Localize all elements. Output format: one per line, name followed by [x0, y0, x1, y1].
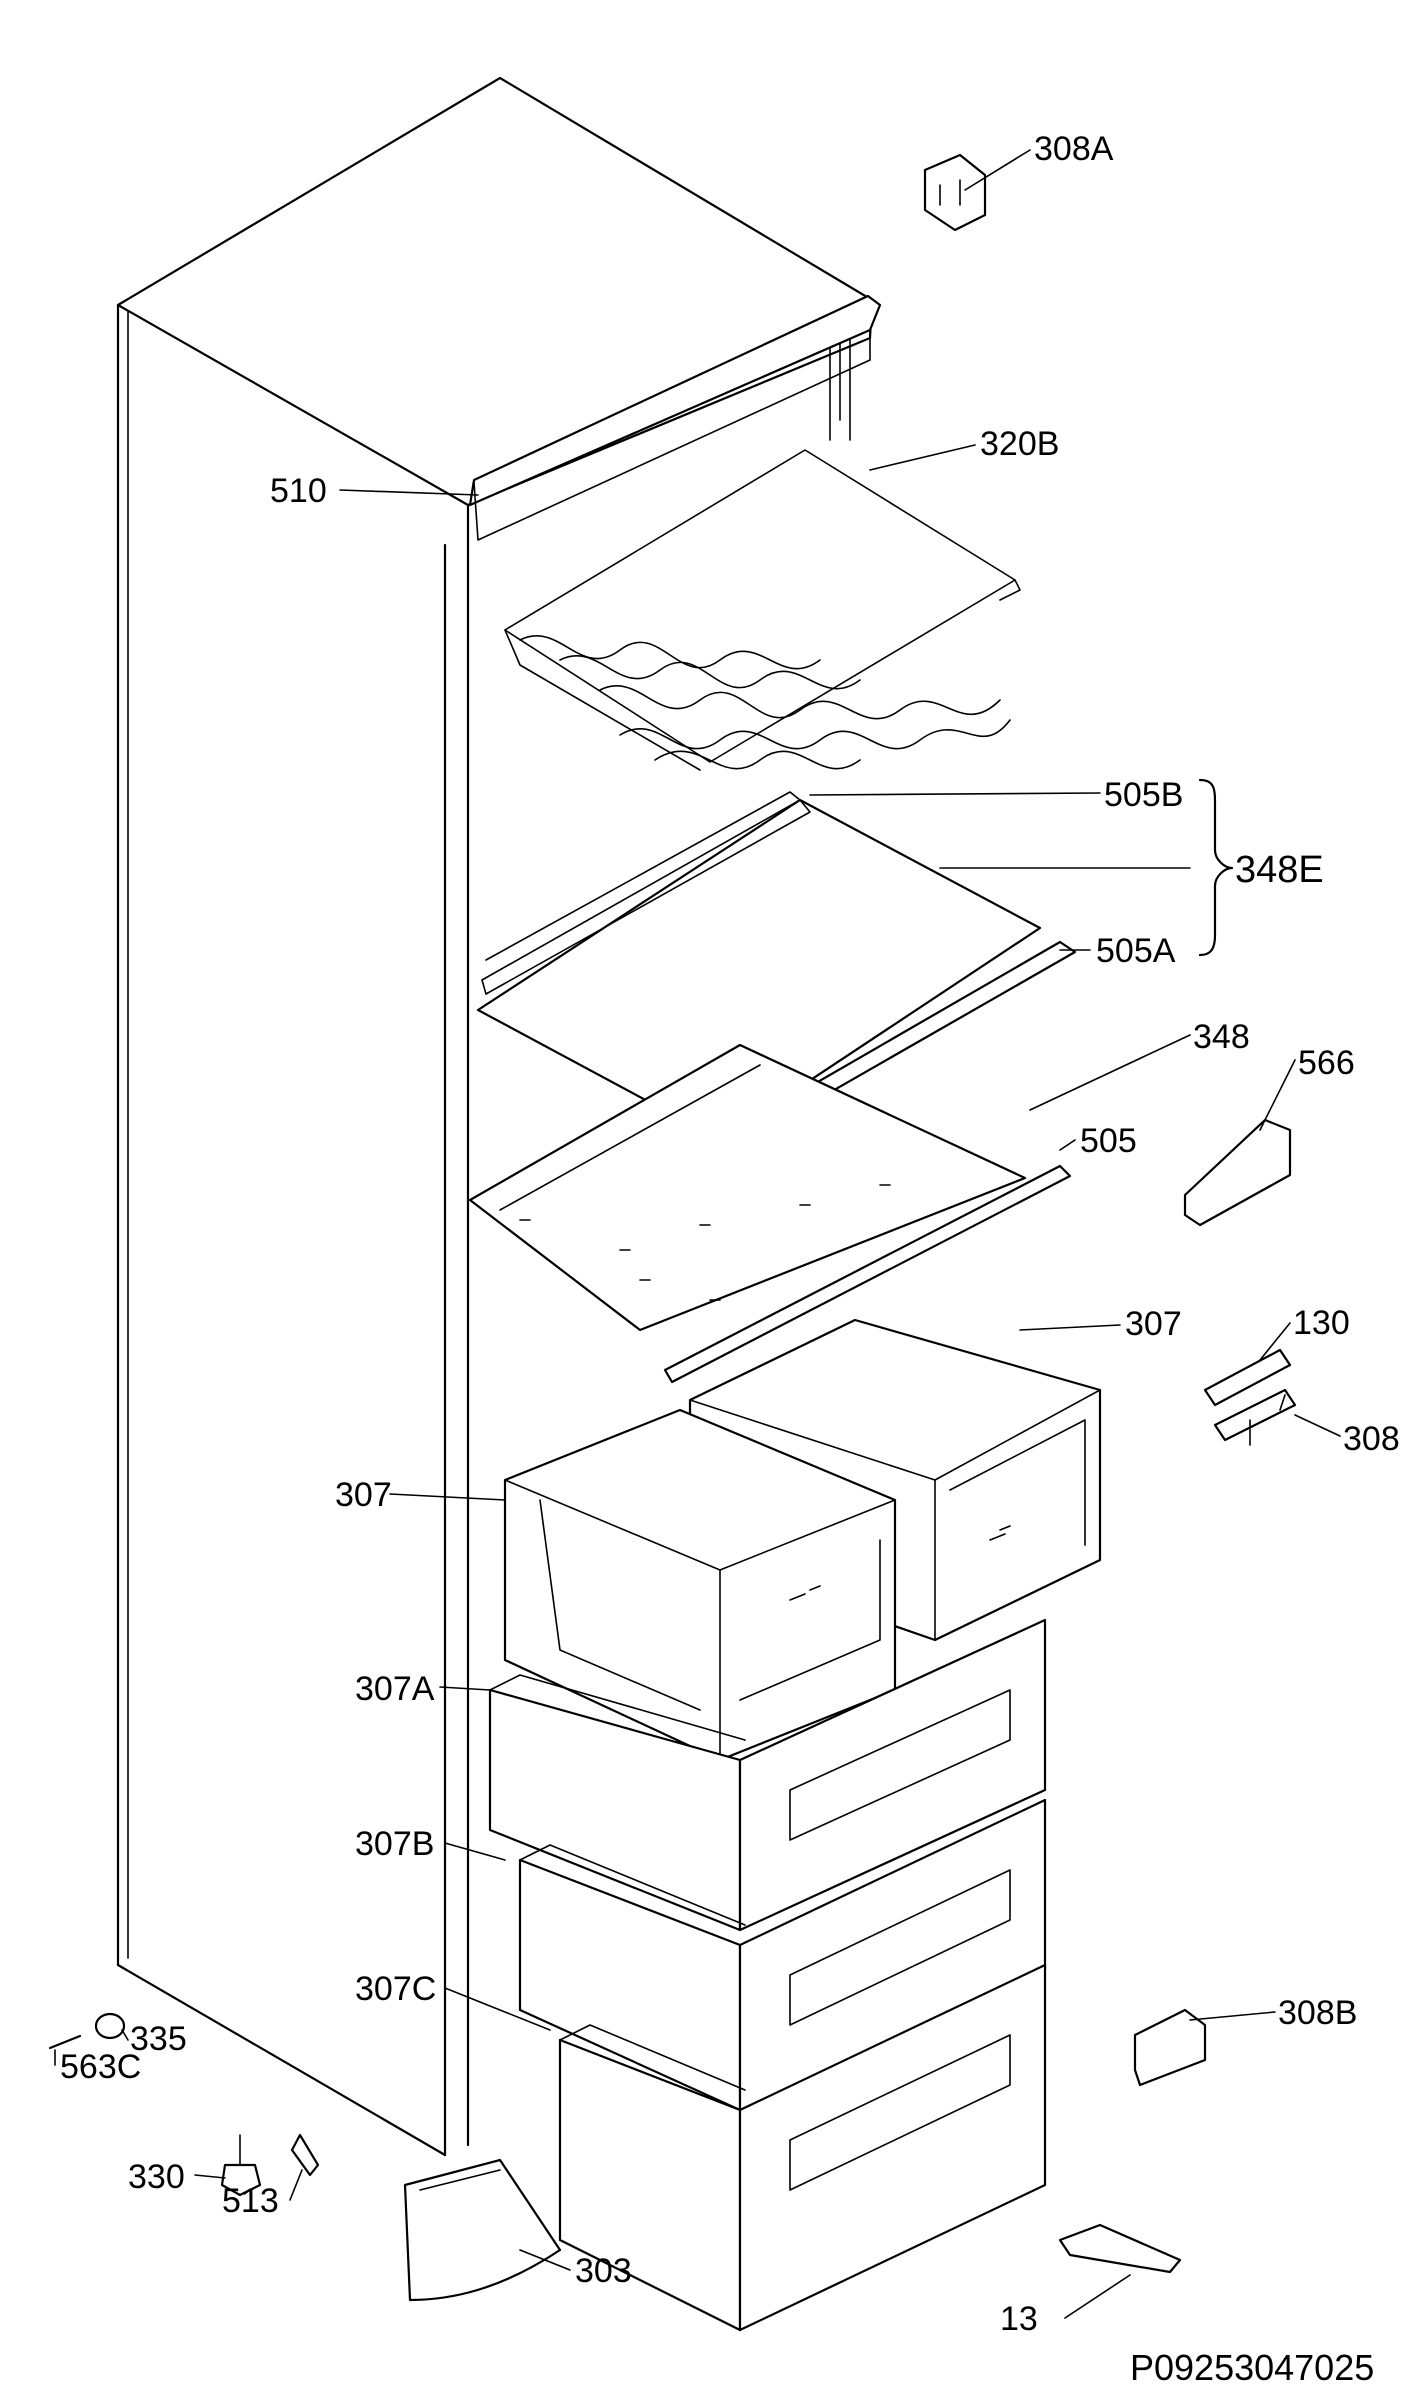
label-335: 335	[130, 2020, 187, 2058]
leader-lines	[54, 149, 1341, 2319]
label-307b: 307B	[355, 1825, 434, 1863]
label-308b: 308B	[1278, 1994, 1357, 2032]
label-330: 330	[128, 2158, 185, 2196]
bracket-566	[1183, 1118, 1292, 1227]
clip-513	[290, 2133, 320, 2177]
bottle-rack-320b	[504, 449, 1021, 771]
label-130: 130	[1293, 1304, 1350, 1342]
freezer-drawer-307a	[488, 1618, 1047, 1932]
label-307c: 307C	[355, 1970, 436, 2008]
label-566: 566	[1298, 1044, 1355, 1082]
label-303: 303	[575, 2252, 632, 2290]
handle-13	[1058, 2223, 1182, 2274]
label-505a: 505A	[1096, 932, 1176, 970]
diagram-code: P09253047025	[1130, 2347, 1374, 2388]
label-308: 308	[1343, 1420, 1400, 1458]
shelf-dimples	[519, 1184, 891, 1301]
label-307-right: 307	[1125, 1305, 1182, 1343]
hinge-308b	[1133, 2008, 1207, 2087]
glass-shelf-348	[468, 1043, 1072, 1384]
label-348: 348	[1193, 1018, 1250, 1056]
label-308a: 308A	[1034, 130, 1114, 168]
label-307a: 307A	[355, 1670, 435, 1708]
hinge-308a	[923, 153, 987, 232]
base-grill-303	[403, 2158, 562, 2302]
pin-563c	[48, 2034, 82, 2050]
label-307-left: 307	[335, 1476, 392, 1514]
label-513: 513	[222, 2182, 279, 2220]
label-320b: 320B	[980, 425, 1059, 463]
label-563c: 563C	[60, 2048, 141, 2086]
top-trim-510	[468, 294, 882, 541]
label-510: 510	[270, 472, 327, 510]
freezer-drawer-307c	[558, 1963, 1047, 2332]
brace-348e	[1198, 778, 1234, 957]
foot-330	[220, 2134, 262, 2197]
plug-335	[94, 2012, 126, 2040]
hinge-130-308	[1203, 1348, 1297, 1446]
label-13: 13	[1000, 2300, 1038, 2338]
part-labels: 308A 510 320B 505B 348E 505A 348 566 505…	[60, 130, 1400, 2388]
label-505: 505	[1080, 1122, 1137, 1160]
label-505b: 505B	[1104, 776, 1183, 814]
label-348e: 348E	[1235, 849, 1324, 891]
